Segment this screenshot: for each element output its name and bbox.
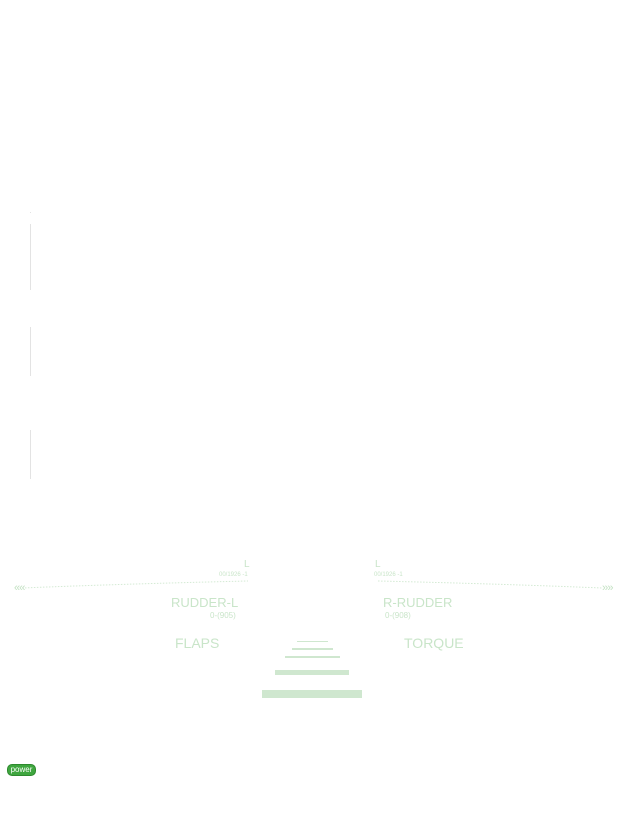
power-button[interactable]: power — [7, 764, 36, 776]
horizon-arc-right — [377, 580, 603, 589]
right-marker: L — [375, 559, 381, 570]
pitch-bar — [297, 641, 328, 642]
rudder-right-label: R-RUDDER — [383, 595, 453, 610]
edge-tick — [30, 327, 31, 376]
edge-tick — [30, 224, 31, 290]
chevron-right-icon: ››» — [602, 582, 613, 594]
pitch-bar — [262, 690, 362, 698]
left-code: 00/1926 -1 — [219, 572, 248, 578]
horizon-arc-left — [21, 580, 249, 589]
flaps-label: FLAPS — [175, 635, 220, 651]
rudder-left-label: RUDDER-L — [171, 595, 239, 610]
rudder-left-value: 0-(905) — [210, 611, 236, 620]
edge-tick — [30, 430, 31, 479]
right-code: 00/1926 -1 — [374, 572, 403, 578]
pitch-bar — [292, 648, 333, 650]
pitch-bar — [275, 670, 349, 675]
rudder-right-value: 0-(908) — [385, 611, 411, 620]
pitch-bar — [285, 656, 340, 658]
chevron-left-icon: «‹‹ — [14, 582, 25, 594]
left-marker: L — [244, 559, 250, 570]
edge-tick — [30, 212, 31, 213]
torque-label: TORQUE — [404, 635, 464, 651]
